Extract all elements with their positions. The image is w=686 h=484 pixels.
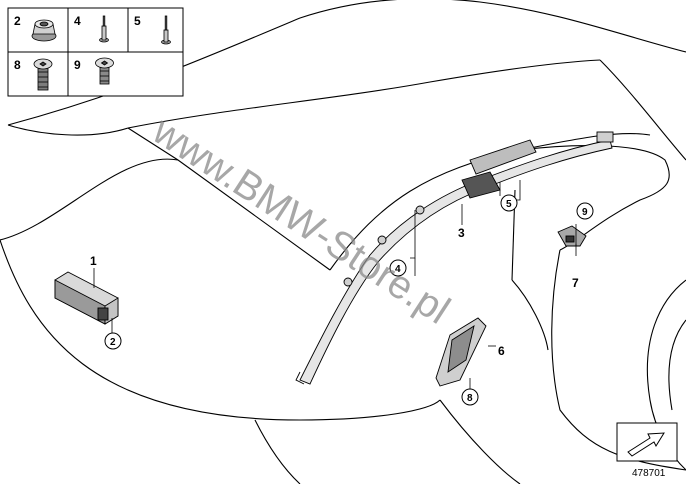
rivet-icon xyxy=(161,15,171,45)
leader-lines xyxy=(93,180,577,390)
callout-5: 5 xyxy=(506,199,512,210)
callout-9-ring: 9 xyxy=(576,202,594,220)
side-airbag-part-6 xyxy=(435,317,487,387)
legend-label-8: 8 xyxy=(14,58,21,72)
airbag-module-part-1 xyxy=(54,271,119,325)
legend-cell-2: 2 xyxy=(14,14,57,42)
legend-cell-4: 4 xyxy=(74,14,109,43)
legend-cell-9: 9 xyxy=(74,57,114,85)
callout-2-ring: 2 xyxy=(104,332,122,350)
reference-number: 478701 xyxy=(632,468,666,479)
callout-9: 9 xyxy=(582,207,588,218)
arrow-box-icon[interactable] xyxy=(616,422,678,462)
callout-7: 7 xyxy=(572,276,579,290)
fastener-legend: 2 4 5 xyxy=(7,7,184,97)
legend-cell-8: 8 xyxy=(14,58,53,91)
callout-8-ring: 8 xyxy=(461,388,479,406)
callout-6: 6 xyxy=(498,344,505,358)
callout-4-ring: 4 xyxy=(389,259,407,277)
callout-5-ring: 5 xyxy=(500,194,518,212)
callout-3: 3 xyxy=(458,226,465,240)
callout-8: 8 xyxy=(467,393,473,404)
sensor-part-7 xyxy=(557,225,587,247)
nut-with-flange-icon xyxy=(31,19,57,42)
callout-labels: 1 2 3 4 5 6 7 8 9 xyxy=(90,194,594,406)
legend-label-2: 2 xyxy=(14,14,21,28)
legend-label-9: 9 xyxy=(74,58,81,72)
rivet-icon xyxy=(99,15,109,43)
legend-label-4: 4 xyxy=(74,14,81,28)
hex-socket-screw-icon xyxy=(95,57,114,85)
callout-4: 4 xyxy=(395,264,401,275)
legend-label-5: 5 xyxy=(134,14,141,28)
callout-2: 2 xyxy=(110,337,116,348)
hex-socket-screw-icon xyxy=(33,58,53,91)
legend-cell-5: 5 xyxy=(134,14,171,45)
callout-1: 1 xyxy=(90,254,97,268)
curtain-airbag xyxy=(295,131,614,385)
